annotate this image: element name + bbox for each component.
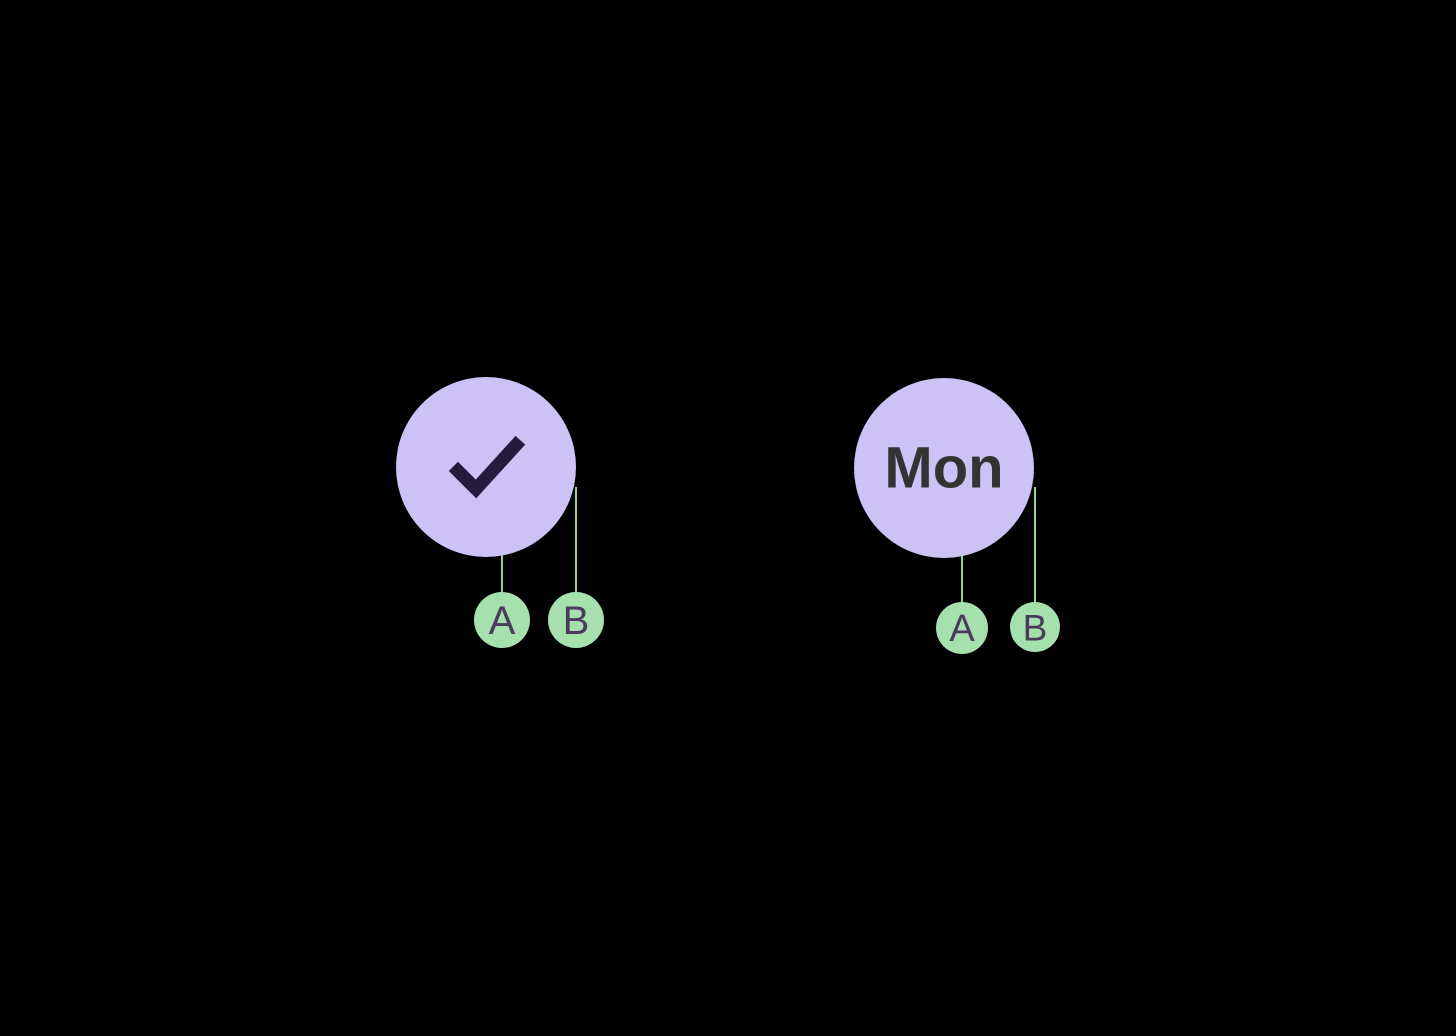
parent-node-mon-node[interactable]: Mon xyxy=(854,378,1034,558)
parent-nodes-layer: Mon xyxy=(396,377,1034,558)
child-node-label: B xyxy=(563,599,590,643)
child-node-label: B xyxy=(1023,608,1048,649)
child-circle[interactable] xyxy=(1010,602,1060,652)
child-node-left-a[interactable]: A xyxy=(474,592,530,648)
parent-node-label: Mon xyxy=(884,436,1003,501)
parent-circle[interactable] xyxy=(396,377,576,557)
child-node-right-b[interactable]: B xyxy=(1010,602,1060,652)
check-icon xyxy=(448,435,526,499)
parent-circle[interactable] xyxy=(854,378,1034,558)
parent-node-checkmark-node[interactable] xyxy=(396,377,576,557)
child-node-left-b[interactable]: B xyxy=(548,592,604,648)
child-node-label: A xyxy=(489,599,516,643)
child-circle[interactable] xyxy=(936,602,988,654)
child-circle[interactable] xyxy=(548,592,604,648)
child-circle[interactable] xyxy=(474,592,530,648)
child-node-label: A xyxy=(949,608,975,650)
child-node-right-a[interactable]: A xyxy=(936,602,988,654)
